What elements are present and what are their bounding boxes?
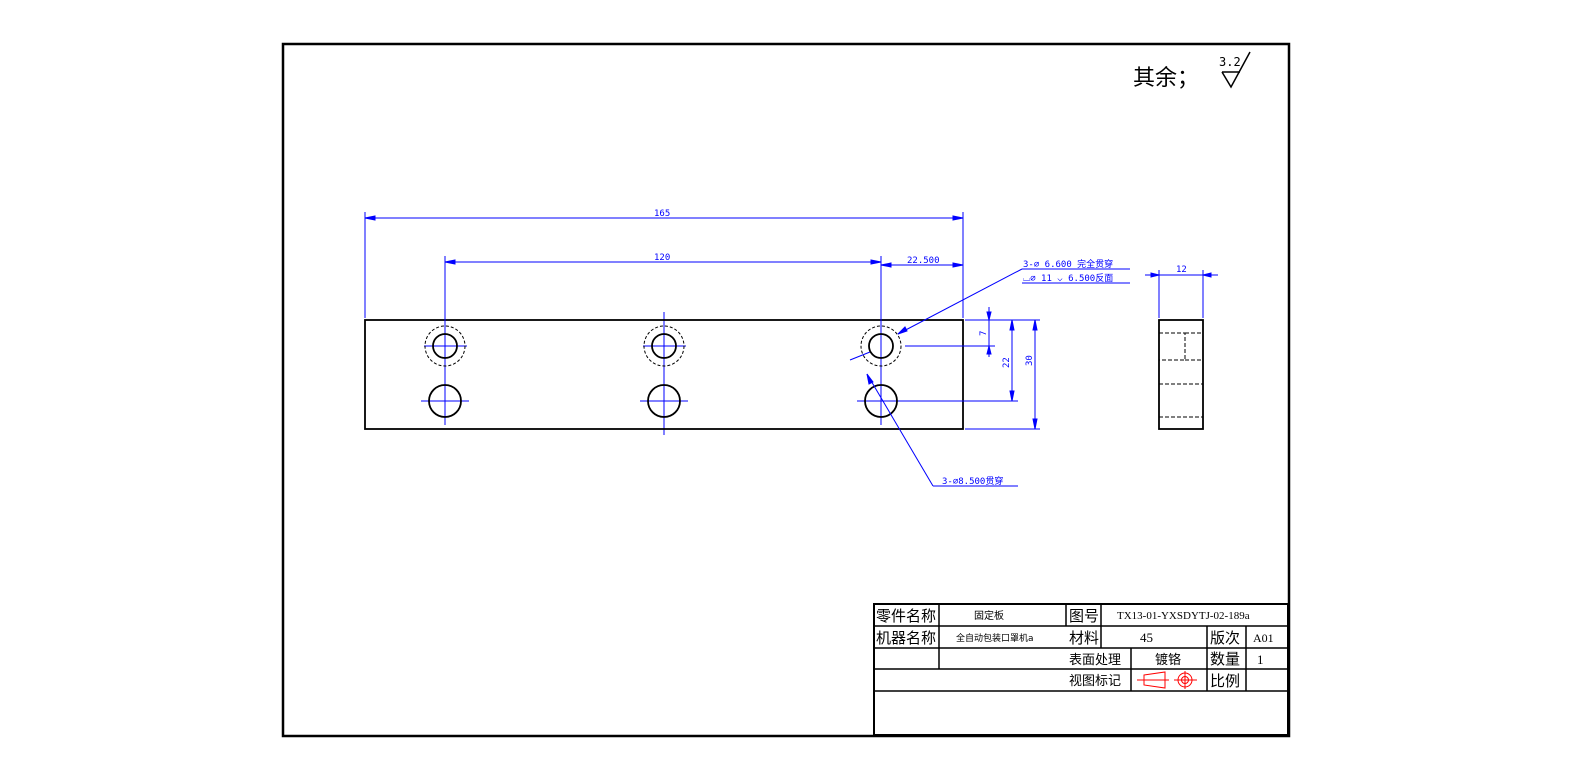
part-name-label: 零件名称: [876, 607, 936, 625]
roughness-value: 3.2: [1219, 55, 1241, 69]
surface-label: 表面处理: [1069, 653, 1121, 668]
callout-through-holes: 3-⌀8.500贯穿: [942, 475, 1003, 487]
side-view: 12: [1145, 265, 1218, 430]
dim-thickness: 12: [1176, 265, 1187, 275]
callout-counterbore-line2: ⌴⌀ 11 ⌵ 6.500反面: [1023, 273, 1113, 284]
part-name-value: 固定板: [974, 609, 1004, 622]
surface-value: 镀铬: [1155, 652, 1181, 668]
title-block: 零件名称 固定板 图号 TX13-01-YXSDYTJ-02-189a 机器名称…: [873, 603, 1289, 736]
dim-edge-offset: 22.500: [907, 256, 940, 266]
machine-name-label: 机器名称: [876, 629, 936, 647]
front-view: 165 120 22.500 7 22 30 3-⌀ 6.600 完全贯穿 ⌴⌀…: [364, 209, 1130, 487]
view-label: 视图标记: [1069, 674, 1121, 689]
scale-label: 比例: [1210, 672, 1240, 690]
quantity-label: 数量: [1210, 650, 1240, 668]
roughness-label: 其余；: [1133, 66, 1199, 91]
dim-row-distance: 22: [1002, 357, 1012, 368]
revision-value: A01: [1253, 631, 1274, 645]
counterbore-hole: [643, 325, 685, 367]
counterbore-hole: [860, 325, 902, 367]
through-hole: [864, 384, 898, 418]
dim-hole-spacing: 120: [654, 253, 670, 263]
side-outline: [1158, 319, 1204, 430]
plate-outline: [364, 319, 964, 430]
revision-label: 版次: [1210, 629, 1240, 647]
quantity-value: 1: [1257, 652, 1264, 667]
callout-leaders: [866, 268, 1130, 487]
counterbore-hole: [424, 325, 466, 367]
dim-overall-length: 165: [654, 209, 670, 219]
roughness-symbol-icon: [1221, 51, 1251, 89]
projection-symbol-icon: [1137, 671, 1169, 689]
sheet-border: [281, 42, 1291, 738]
material-label: 材料: [1069, 629, 1099, 647]
roughness-note: 其余； 3.2: [1133, 51, 1251, 91]
dimension-lines: [364, 212, 1040, 430]
dim-top-row-offset: 7: [979, 331, 989, 336]
drawing-no-value: TX13-01-YXSDYTJ-02-189a: [1117, 610, 1250, 622]
material-value: 45: [1140, 630, 1153, 645]
dim-overall-height: 30: [1025, 355, 1035, 366]
through-holes: [428, 384, 898, 418]
through-hole: [428, 384, 462, 418]
drawing-no-label: 图号: [1069, 607, 1099, 625]
through-hole: [647, 384, 681, 418]
counterbore-holes: [424, 325, 902, 367]
callout-counterbore-line1: 3-⌀ 6.600 完全贯穿: [1023, 258, 1113, 270]
machine-name-value: 全自动包装口罩机a: [956, 632, 1034, 644]
projection-circle-icon: [1174, 671, 1197, 689]
